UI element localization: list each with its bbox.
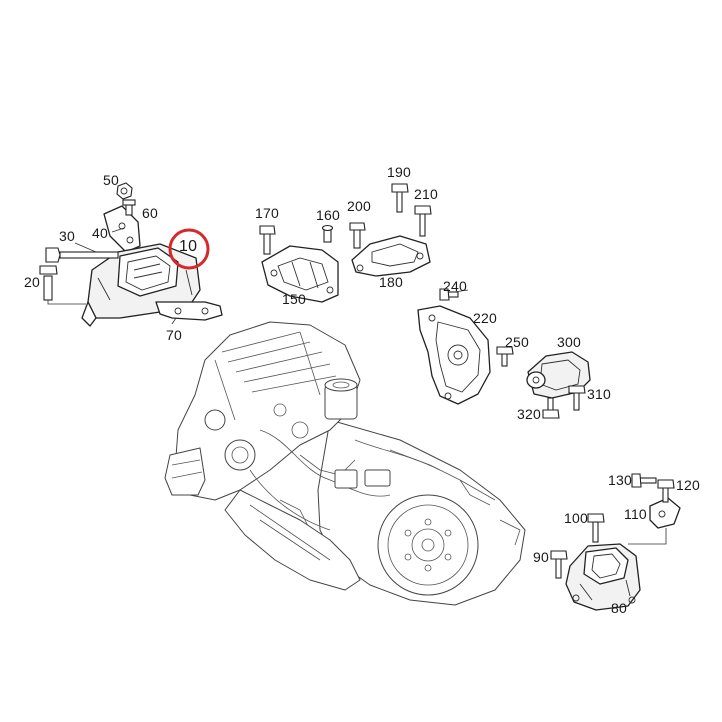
callout-50[interactable]: 50 — [103, 172, 119, 188]
callout-220[interactable]: 220 — [473, 310, 497, 326]
callout-300[interactable]: 300 — [557, 334, 581, 350]
callout-60[interactable]: 60 — [142, 205, 158, 221]
callout-10[interactable]: 10 — [179, 238, 198, 255]
callout-130[interactable]: 130 — [608, 472, 632, 488]
callout-210[interactable]: 210 — [414, 186, 438, 202]
callout-160[interactable]: 160 — [316, 207, 340, 223]
mount-220-drawing — [417, 288, 514, 405]
mount-80-drawing — [550, 473, 681, 611]
callout-250[interactable]: 250 — [505, 334, 529, 350]
mount-300-drawing — [526, 351, 591, 419]
callout-200[interactable]: 200 — [347, 198, 371, 214]
callout-150[interactable]: 150 — [282, 291, 306, 307]
callout-70[interactable]: 70 — [166, 327, 182, 343]
callout-110[interactable]: 110 — [624, 506, 647, 522]
callout-310[interactable]: 310 — [587, 386, 611, 402]
callout-240[interactable]: 240 — [443, 278, 467, 294]
highlight-circle — [168, 228, 210, 270]
engine-assembly-drawing — [164, 321, 526, 606]
callout-30[interactable]: 30 — [59, 228, 75, 244]
callout-170[interactable]: 170 — [255, 205, 279, 221]
callout-120[interactable]: 120 — [676, 477, 700, 493]
callout-180[interactable]: 180 — [379, 274, 403, 290]
callout-90[interactable]: 90 — [533, 549, 549, 565]
callout-40[interactable]: 40 — [92, 225, 108, 241]
callout-320[interactable]: 320 — [517, 406, 541, 422]
callout-80[interactable]: 80 — [611, 600, 627, 616]
engine-mount-10-drawing — [39, 182, 223, 327]
callout-190[interactable]: 190 — [387, 164, 411, 180]
callout-20[interactable]: 20 — [24, 274, 40, 290]
callout-100[interactable]: 100 — [564, 510, 588, 526]
mount-150-drawing — [259, 183, 432, 303]
